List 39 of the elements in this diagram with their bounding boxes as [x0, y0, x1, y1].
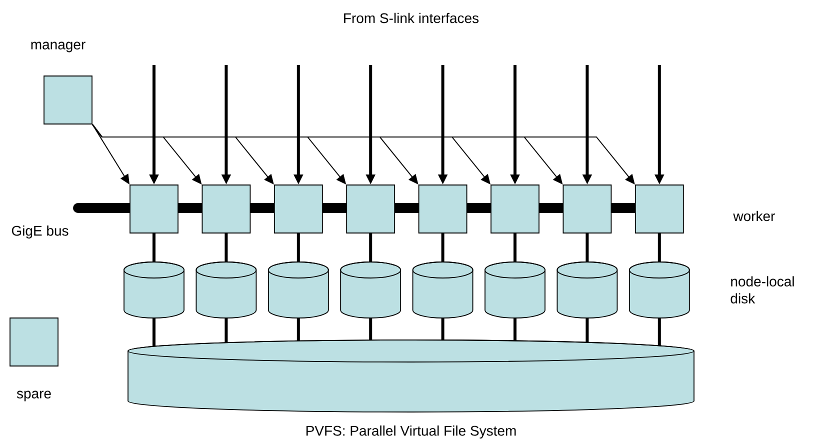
side-label: node-local disk: [730, 276, 794, 304]
disk-cylinder: [628, 262, 690, 318]
disk-cylinder: [484, 262, 546, 318]
connector-line: [296, 233, 300, 262]
square-box: [490, 184, 540, 234]
connector-line: [514, 233, 516, 262]
node-text: GigE bus: [12, 225, 68, 239]
side-label: worker: [733, 210, 775, 222]
square-box: [274, 184, 323, 234]
connector-line: [658, 233, 661, 262]
box-label: manager: [31, 42, 86, 52]
storage-label: PVFS: Parallel Virtual File System: [306, 425, 516, 438]
disk-cylinder: [412, 262, 474, 318]
square-box: [418, 184, 468, 234]
connector-line: [369, 233, 372, 262]
disk-cylinder: [196, 262, 257, 318]
disk-cylinder: [268, 262, 329, 318]
square-box: [202, 184, 251, 234]
disk-cylinder: [340, 262, 402, 318]
connector-line: [224, 318, 228, 343]
connector-line: [441, 233, 444, 262]
connector-line: [514, 318, 516, 341]
square-box: [346, 184, 396, 234]
connector-line: [586, 233, 589, 262]
connector-line: [152, 233, 156, 262]
connector-line: [369, 318, 372, 340]
square-box: [562, 184, 612, 234]
connector-line: [441, 318, 444, 340]
square-box: [634, 184, 684, 234]
disk-cylinder: [124, 262, 184, 318]
connector-line: [152, 318, 156, 346]
heading-text: From S-link interfaces: [344, 12, 479, 24]
square-box: [130, 184, 178, 234]
connector-line: [296, 318, 300, 341]
connector-line: [586, 318, 589, 342]
connector-line: [224, 233, 228, 262]
connector-line: [658, 318, 661, 346]
box-label: spare: [16, 390, 51, 402]
disk-cylinder: [556, 262, 618, 318]
